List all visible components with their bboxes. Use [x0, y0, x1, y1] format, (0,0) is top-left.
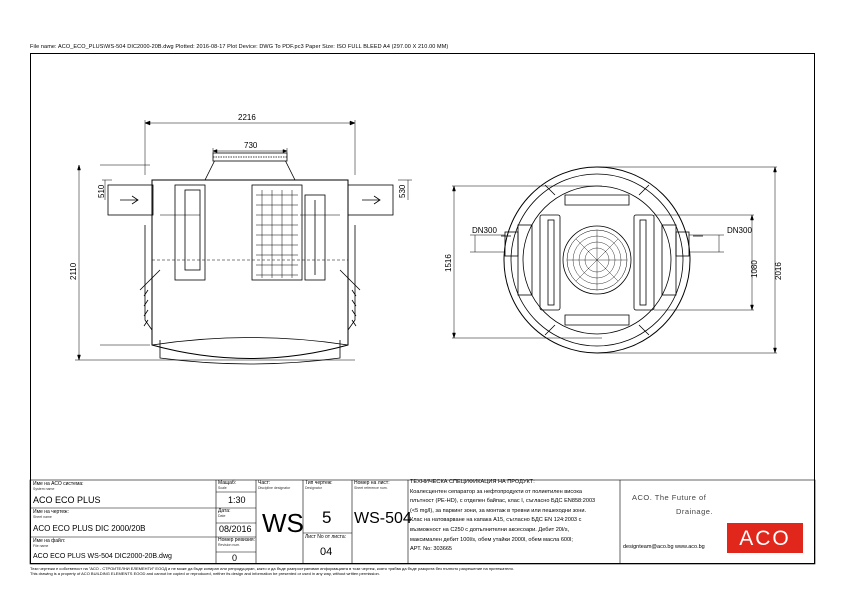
dim-inner-1516: 1516	[444, 254, 453, 272]
dim-inlet-height: 510	[97, 184, 106, 198]
revision-value: 0	[232, 553, 238, 563]
dim-total-height: 2110	[69, 262, 78, 280]
date-label-en: Date	[218, 514, 226, 518]
type-label: Тип чертеж:	[305, 480, 333, 486]
system-name-value: ACO ECO PLUS	[33, 495, 101, 505]
date-label: Дата:	[218, 508, 231, 514]
type-value: 5	[322, 508, 332, 527]
spec-line: максимален дебит 100l/s, обем утайки 200…	[410, 536, 573, 543]
spec-line: възможност на С250 с допълнителни аксесо…	[410, 526, 570, 533]
file-name-label: Име на файл:	[33, 538, 66, 544]
dim-inner-1080: 1080	[750, 260, 759, 278]
dim-plan-diameter: 2016	[774, 262, 783, 280]
plan-dimensions	[452, 166, 777, 354]
date-value: 08/2016	[219, 524, 252, 534]
revision-label-en: Revision num.	[218, 543, 241, 547]
revision-label: Номер ревизия:	[218, 537, 255, 543]
file-name-value: ACO ECO PLUS WS-504 DIC2000-20B.dwg	[33, 553, 172, 560]
spec-text: ТЕХНИЧЕСКА СПЕЦИФИКАЦИЯ НА ПРОДУКТ: Коал…	[410, 478, 595, 555]
spec-line: ТЕХНИЧЕСКА СПЕЦИФИКАЦИЯ НА ПРОДУКТ:	[410, 479, 535, 485]
side-view-separator	[107, 152, 394, 365]
spec-line: Клас на натоварване на капака А15, съгла…	[410, 517, 582, 524]
system-name-label-en: System name	[33, 487, 55, 491]
tagline-2: Drainage.	[676, 507, 714, 516]
sheets-label: Лист No от листа:	[305, 534, 346, 540]
aco-logo: ACO	[727, 523, 803, 553]
footer-line-en: This drawing is a property of ACO BUILDI…	[30, 571, 380, 576]
dim-cover-width: 730	[244, 141, 258, 150]
scale-label-en: Scale	[218, 486, 227, 490]
scale-value: 1:30	[228, 495, 246, 505]
footer-line-bg: Тези чертежи е собственост на "АСО - СТР…	[30, 566, 514, 571]
title-block-grid	[29, 479, 816, 565]
sheet-name-label: Име на чертеж:	[33, 509, 69, 515]
sheet-name-label-en: Sheet name	[33, 515, 52, 519]
part-value: WS	[262, 508, 304, 538]
dim-outlet-height: 530	[398, 184, 407, 198]
sheet-number-label: Номер на лист:	[354, 480, 390, 486]
file-name-label-en: File name	[33, 544, 49, 548]
aco-logo-text: ACO	[739, 527, 791, 550]
spec-line: АРТ. No: 303665	[410, 546, 453, 553]
spec-line: (<5 mg/l), за паркинг зони, за монтаж в …	[410, 507, 587, 514]
part-label: Част:	[258, 480, 271, 486]
tagline: ACO. The Future of	[632, 493, 707, 502]
plan-view-separator	[501, 166, 703, 354]
scale-label: Мащаб:	[218, 480, 237, 486]
dim-dn-left: DN300	[472, 226, 497, 235]
spec-line: Коалесцентен сепаратор за нефтопродукти …	[410, 488, 583, 495]
drawing-frame	[30, 53, 815, 564]
plot-header: File name: ACO_ECO_PLUS\WS-504 DIC2000-2…	[30, 44, 449, 50]
sheet-name-value: ACO ECO PLUS DIC 2000/20B	[33, 524, 146, 533]
system-name-label: Име на АСО система:	[33, 481, 84, 487]
contact-info: designteam@aco.bg www.aco.bg	[623, 544, 705, 550]
type-label-en: Designator	[305, 486, 322, 490]
sheet-number-value: WS-504	[354, 510, 412, 527]
sheet-number-label-en: Sheet reference num.	[354, 486, 388, 490]
dim-dn-right: DN300	[727, 226, 752, 235]
side-dimensions	[75, 120, 412, 361]
part-label-en: Discipline designator	[258, 486, 291, 490]
spec-line: плътност (PE-HD), с отделен байпас, клас…	[410, 498, 596, 505]
dim-side-width: 2216	[238, 113, 256, 122]
sheets-value: 04	[320, 546, 333, 558]
